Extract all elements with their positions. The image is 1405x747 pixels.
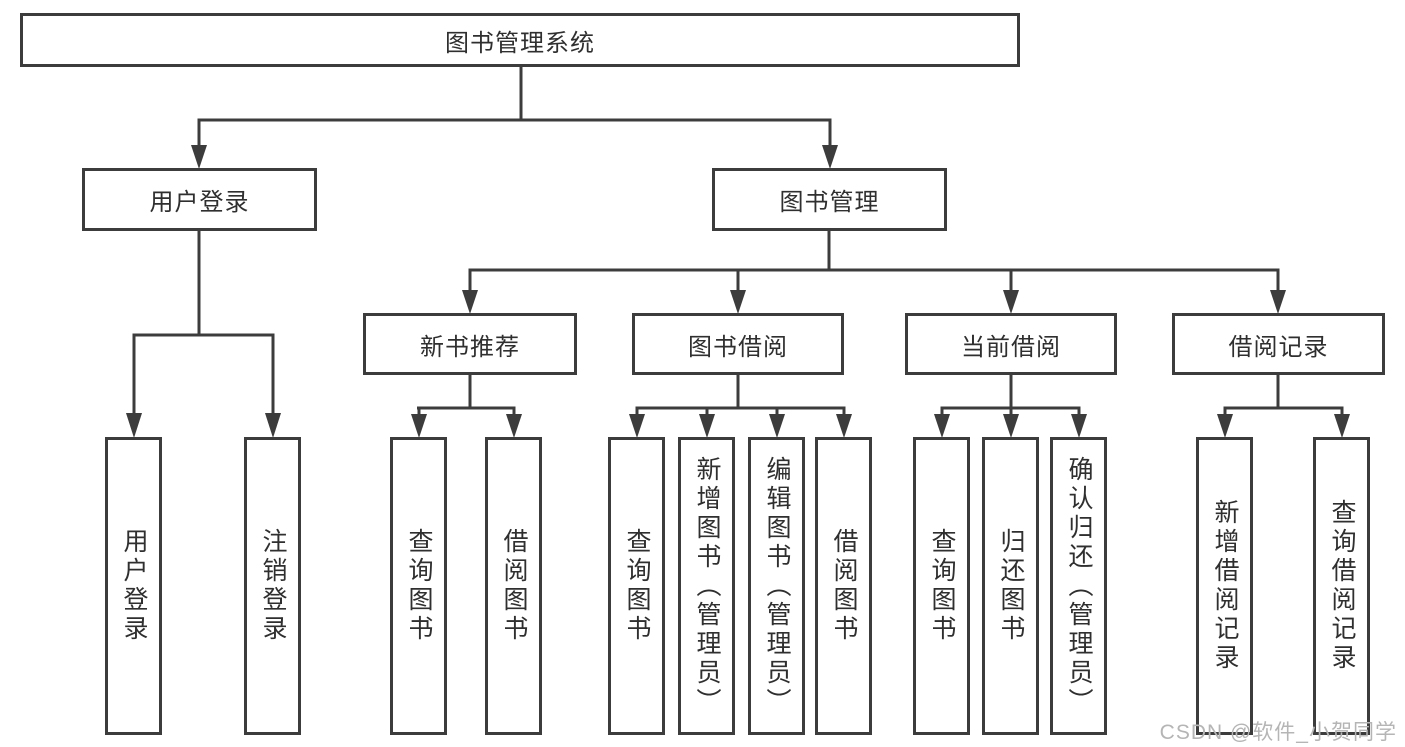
- leaf-add-borrow-record: 新增借阅记录: [1196, 437, 1253, 735]
- node-root-system: 图书管理系统: [20, 13, 1020, 67]
- node-book-management: 图书管理: [712, 168, 947, 231]
- leaf-query-book-1-label: 查询图书: [405, 528, 433, 644]
- csdn-watermark: CSDN @软件_小贺同学: [1159, 721, 1397, 744]
- leaf-add-book-admin: 新增图书（管理员）: [678, 437, 735, 735]
- node-new-book-recommend-label: 新书推荐: [420, 333, 520, 361]
- leaf-confirm-return-admin-label: 确认归还（管理员）: [1065, 455, 1093, 717]
- node-book-management-label: 图书管理: [779, 189, 880, 216]
- leaf-query-book-3-label: 查询图书: [928, 528, 956, 644]
- leaf-logout-label: 注销登录: [259, 528, 287, 644]
- node-borrow-record: 借阅记录: [1172, 313, 1385, 375]
- leaf-return-book: 归还图书: [982, 437, 1039, 735]
- leaf-edit-book-admin: 编辑图书（管理员）: [748, 437, 805, 735]
- leaf-query-borrow-record: 查询借阅记录: [1313, 437, 1370, 735]
- leaf-borrow-book-2-label: 借阅图书: [830, 528, 858, 644]
- leaf-borrow-book-1: 借阅图书: [485, 437, 542, 735]
- node-root-label: 图书管理系统: [445, 29, 595, 57]
- leaf-query-book-2: 查询图书: [608, 437, 665, 735]
- leaf-borrow-book-1-label: 借阅图书: [500, 528, 528, 644]
- leaf-add-book-admin-label: 新增图书（管理员）: [693, 455, 721, 717]
- leaf-edit-book-admin-label: 编辑图书（管理员）: [763, 455, 791, 717]
- leaf-return-book-label: 归还图书: [997, 528, 1025, 644]
- leaf-add-borrow-record-label: 新增借阅记录: [1211, 499, 1239, 673]
- leaf-borrow-book-2: 借阅图书: [815, 437, 872, 735]
- leaf-user-login: 用户登录: [105, 437, 162, 735]
- leaf-query-borrow-record-label: 查询借阅记录: [1328, 499, 1356, 673]
- leaf-query-book-3: 查询图书: [913, 437, 970, 735]
- node-new-book-recommend: 新书推荐: [363, 313, 577, 375]
- node-current-borrow: 当前借阅: [905, 313, 1117, 375]
- node-book-borrow: 图书借阅: [632, 313, 844, 375]
- node-borrow-record-label: 借阅记录: [1228, 333, 1329, 361]
- leaf-query-book-2-label: 查询图书: [623, 528, 651, 644]
- leaf-logout: 注销登录: [244, 437, 301, 735]
- node-user-login: 用户登录: [82, 168, 317, 231]
- node-current-borrow-label: 当前借阅: [961, 333, 1061, 361]
- node-user-login-label: 用户登录: [149, 189, 250, 216]
- leaf-confirm-return-admin: 确认归还（管理员）: [1050, 437, 1107, 735]
- node-book-borrow-label: 图书借阅: [688, 333, 788, 361]
- leaf-query-book-1: 查询图书: [390, 437, 447, 735]
- leaf-user-login-label: 用户登录: [120, 528, 148, 644]
